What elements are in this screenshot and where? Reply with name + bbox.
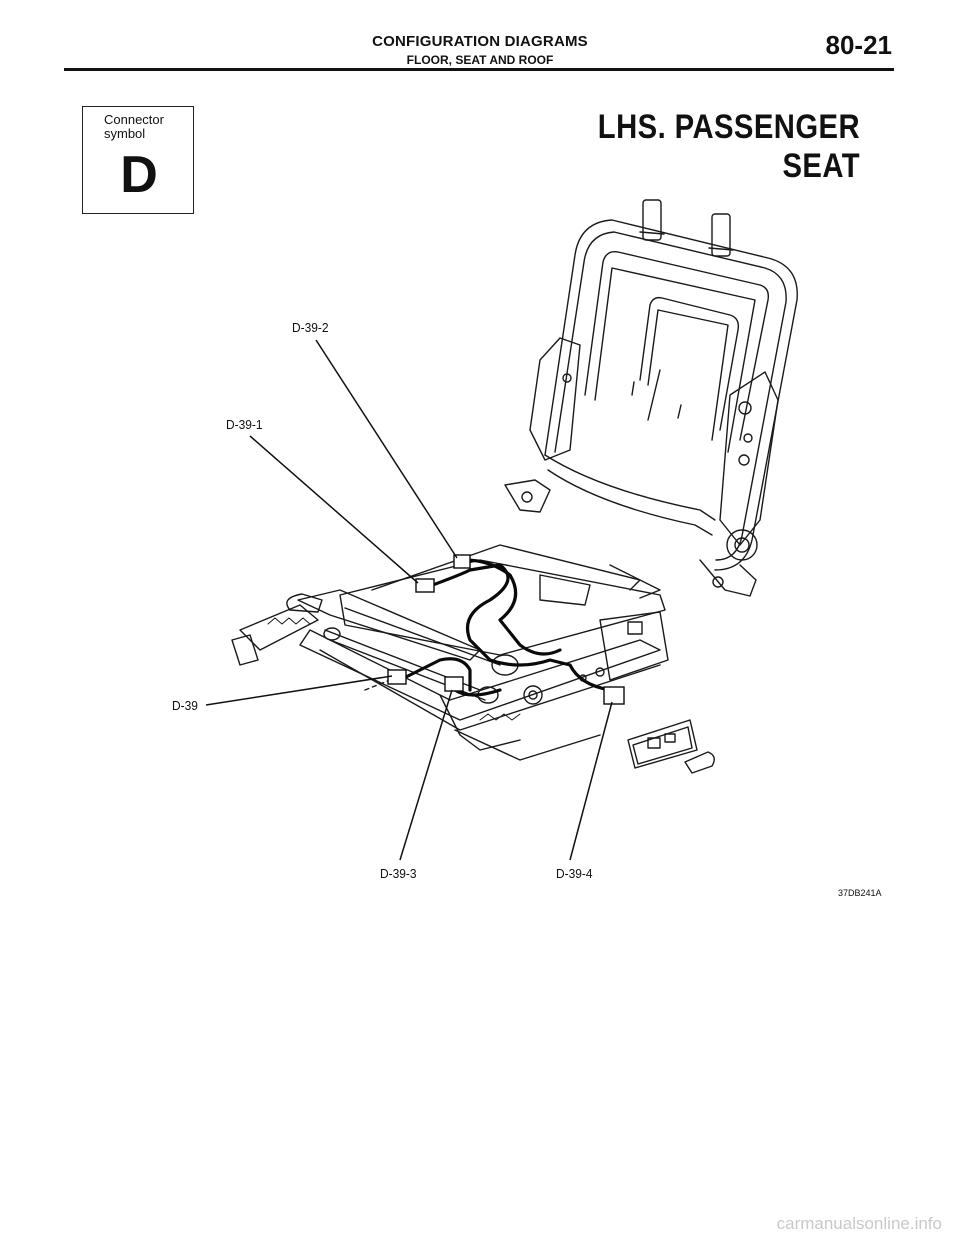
leader-d39-3 bbox=[399, 689, 453, 861]
subsection-title: FLOOR, SEAT AND ROOF bbox=[406, 53, 554, 67]
callout-d39-2: D-39-2 bbox=[292, 320, 329, 335]
callout-d39-3: D-39-3 bbox=[380, 866, 417, 881]
connector-symbol-box: Connector symbol D bbox=[82, 106, 194, 214]
seat-back-frame bbox=[504, 199, 798, 597]
page-number: 80-21 bbox=[825, 30, 893, 60]
callout-d39-1: D-39-1 bbox=[226, 417, 263, 432]
connector-symbol-letter: D bbox=[120, 146, 158, 204]
seat-switch-assembly bbox=[627, 719, 715, 774]
header-rule bbox=[64, 68, 894, 71]
watermark: carmanualsonline.info bbox=[776, 1214, 942, 1233]
leader-d39-1 bbox=[249, 435, 419, 584]
callout-d39-4: D-39-4 bbox=[556, 866, 593, 881]
harness-connectors bbox=[387, 554, 625, 705]
callout-d39: D-39 bbox=[172, 698, 198, 713]
section-title: CONFIGURATION DIAGRAMS bbox=[372, 33, 588, 50]
leader-d39-4 bbox=[569, 701, 613, 861]
callout-leaders bbox=[205, 339, 613, 861]
connector-symbol-label: Connector symbol bbox=[104, 112, 164, 141]
diagram-title: LHS. PASSENGER SEAT bbox=[597, 108, 860, 185]
leader-d39 bbox=[205, 675, 393, 706]
figure-code: 37DB241A bbox=[838, 888, 882, 898]
leader-d39-2 bbox=[315, 339, 458, 559]
wiring-harness bbox=[398, 558, 612, 697]
